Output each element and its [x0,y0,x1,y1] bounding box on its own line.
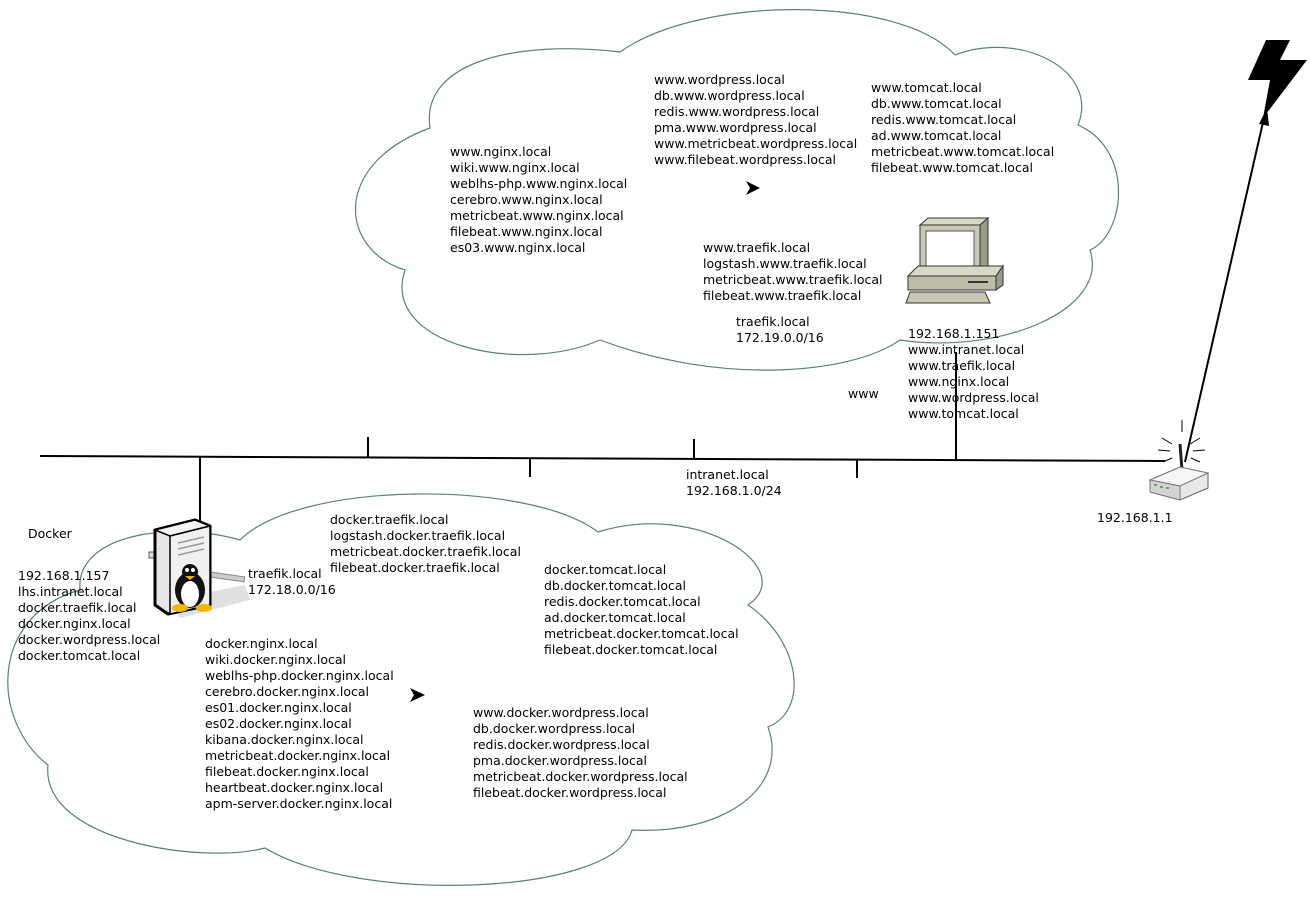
host-line: www.wordpress.local [654,72,785,87]
host-line: www.tomcat.local [908,406,1019,421]
host-line: filebeat.www.tomcat.local [871,160,1033,175]
host-line: docker.wordpress.local [18,632,161,647]
host-line: es01.docker.nginx.local [205,700,352,715]
host-line: www.nginx.local [450,144,552,159]
host-line: traefik.local [248,566,322,581]
host-line: 172.18.0.0/16 [248,582,336,597]
host-line: 192.168.1.0/24 [686,483,782,498]
host-line: www.tomcat.local [871,80,982,95]
host-line: docker.nginx.local [18,616,131,631]
host-line: apm-server.docker.nginx.local [205,796,393,811]
www-cloud [354,9,1120,371]
host-line: ad.www.tomcat.local [871,128,1002,143]
host-line: filebeat.docker.wordpress.local [473,785,667,800]
host-line: www.metricbeat.wordpress.local [654,136,858,151]
docker-host-label: Docker [28,526,72,541]
host-line: metricbeat.www.traefik.local [703,272,883,287]
router-ip-label: 192.168.1.1 [1097,510,1173,525]
host-line: redis.www.tomcat.local [871,112,1017,127]
host-line: heartbeat.docker.nginx.local [205,780,384,795]
host-line: kibana.docker.nginx.local [205,732,364,747]
host-line: www.traefik.local [703,240,811,255]
host-line: cerebro.docker.nginx.local [205,684,369,699]
host-line: db.www.wordpress.local [654,88,805,103]
host-line: docker.nginx.local [205,636,318,651]
host-line: docker.tomcat.local [544,562,667,577]
host-line: weblhs-php.docker.nginx.local [205,668,394,683]
host-line: filebeat.docker.traefik.local [330,560,500,575]
host-line: 172.19.0.0/16 [736,330,824,345]
host-line: db.docker.tomcat.local [544,578,687,593]
host-line: metricbeat.www.tomcat.local [871,144,1055,159]
host-line: lhs.intranet.local [18,584,123,599]
host-line: www.intranet.local [908,342,1025,357]
host-line: docker.traefik.local [330,512,449,527]
host-line: db.docker.wordpress.local [473,721,636,736]
host-line: db.www.tomcat.local [871,96,1002,111]
host-line: docker.tomcat.local [18,648,141,663]
host-line: intranet.local [686,467,769,482]
host-line: redis.docker.wordpress.local [473,737,650,752]
network-bus-line [39,455,1166,462]
host-line: pma.www.wordpress.local [654,120,817,135]
host-line: es02.docker.nginx.local [205,716,352,731]
host-line: wiki.www.nginx.local [450,160,580,175]
host-line: metricbeat.docker.wordpress.local [473,769,688,784]
host-line: logstash.www.traefik.local [703,256,867,271]
linux-server-icon [148,518,250,618]
host-line: docker.traefik.local [18,600,137,615]
host-line: www.wordpress.local [908,390,1039,405]
host-line: es03.www.nginx.local [450,240,586,255]
host-line: 192.168.1.157 [18,568,110,583]
lightning-bolt-icon [1248,40,1307,118]
host-line: filebeat.www.nginx.local [450,224,603,239]
arrow-icon [746,181,760,195]
www-host-label: www [848,386,879,401]
host-line: metricbeat.docker.traefik.local [330,544,521,559]
host-line: www.docker.wordpress.local [473,705,649,720]
host-line: metricbeat.docker.tomcat.local [544,626,739,641]
host-line: filebeat.www.traefik.local [703,288,862,303]
host-line: cerebro.www.nginx.local [450,192,603,207]
host-line: filebeat.docker.tomcat.local [544,642,718,657]
host-line: redis.docker.tomcat.local [544,594,701,609]
host-line: metricbeat.docker.nginx.local [205,748,391,763]
host-line: redis.www.wordpress.local [654,104,820,119]
host-line: metricbeat.www.nginx.local [450,208,624,223]
arrow-icon [410,688,425,702]
host-line: logstash.docker.traefik.local [330,528,506,543]
host-line: www.filebeat.wordpress.local [654,152,837,167]
host-line: traefik.local [736,314,810,329]
host-line: weblhs-php.www.nginx.local [450,176,628,191]
host-line: www.nginx.local [908,374,1010,389]
host-line: pma.docker.wordpress.local [473,753,647,768]
host-line: wiki.docker.nginx.local [205,652,347,667]
wifi-router-icon [1148,420,1210,501]
host-line: ad.docker.tomcat.local [544,610,686,625]
internet-link [1184,117,1265,463]
docker-cloud [7,493,795,886]
host-line: www.traefik.local [908,358,1016,373]
host-line: 192.168.1.151 [908,326,1000,341]
host-line: filebeat.docker.nginx.local [205,764,369,779]
desktop-computer-icon [905,216,1004,304]
